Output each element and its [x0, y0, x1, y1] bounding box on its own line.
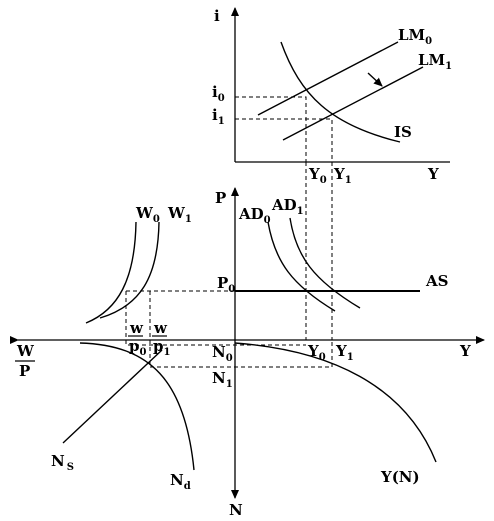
islm-panel	[231, 7, 450, 163]
lm0-label: LM0	[398, 26, 432, 47]
y0-label-top: Y0	[308, 165, 327, 186]
as-label: AS	[425, 272, 448, 290]
svg-text:w: w	[129, 319, 144, 337]
svg-text:p1: p1	[153, 337, 170, 358]
ad1-curve	[289, 217, 361, 309]
svg-text:p0: p0	[129, 337, 147, 358]
w1-label: W1	[167, 204, 192, 225]
is-label: IS	[394, 123, 412, 141]
labor-panel	[62, 340, 437, 499]
shift-arrow	[367, 72, 383, 87]
lm1-label: LM1	[418, 51, 452, 72]
ad0-label: AD0	[238, 205, 271, 226]
w0-label: W0	[135, 204, 160, 225]
wp1-label: w p1	[152, 319, 170, 358]
yn-label: Y(N)	[380, 468, 420, 486]
i0-guide	[235, 96, 307, 162]
adas-panel	[126, 162, 420, 340]
n1-guide	[150, 340, 333, 368]
w1-curve	[99, 221, 160, 319]
real-wage-axis-label: W P	[15, 342, 35, 380]
n0-label: N0	[212, 343, 233, 364]
y1-label-mid: Y1	[335, 342, 354, 363]
y-axis-label-top: Y	[427, 165, 439, 183]
nd-label: Nd	[170, 471, 191, 492]
i1-label: i1	[212, 106, 225, 127]
svg-text:W: W	[16, 342, 35, 360]
n0-guide	[125, 340, 306, 346]
i0-label: i0	[212, 83, 225, 104]
n1-label: N1	[212, 369, 233, 390]
is-curve	[280, 41, 401, 143]
y1-label-top: Y1	[333, 165, 352, 186]
wage-panel	[85, 221, 160, 367]
n-axis-label: N	[229, 501, 243, 519]
y-axis-label-mid: Y	[459, 342, 471, 360]
yn-curve	[234, 342, 437, 463]
i-axis-label: i	[214, 7, 220, 25]
ns-curve	[62, 349, 163, 444]
y0-label-mid: Y0	[307, 342, 326, 363]
ad0-curve	[267, 221, 336, 312]
w0-curve	[85, 221, 137, 324]
ad1-label: AD1	[271, 196, 304, 217]
lm0-curve	[257, 41, 399, 116]
svg-text:P: P	[19, 362, 30, 380]
p0-label: P0	[217, 274, 235, 295]
wp0-label: w p0	[128, 319, 147, 358]
labels: i Y LM0 LM1 IS i0 i1 Y0 Y1 P AD0 AD1 AS …	[15, 7, 471, 519]
svg-text:w: w	[153, 319, 168, 337]
p-axis-label: P	[215, 189, 226, 207]
nd-curve	[79, 342, 195, 471]
